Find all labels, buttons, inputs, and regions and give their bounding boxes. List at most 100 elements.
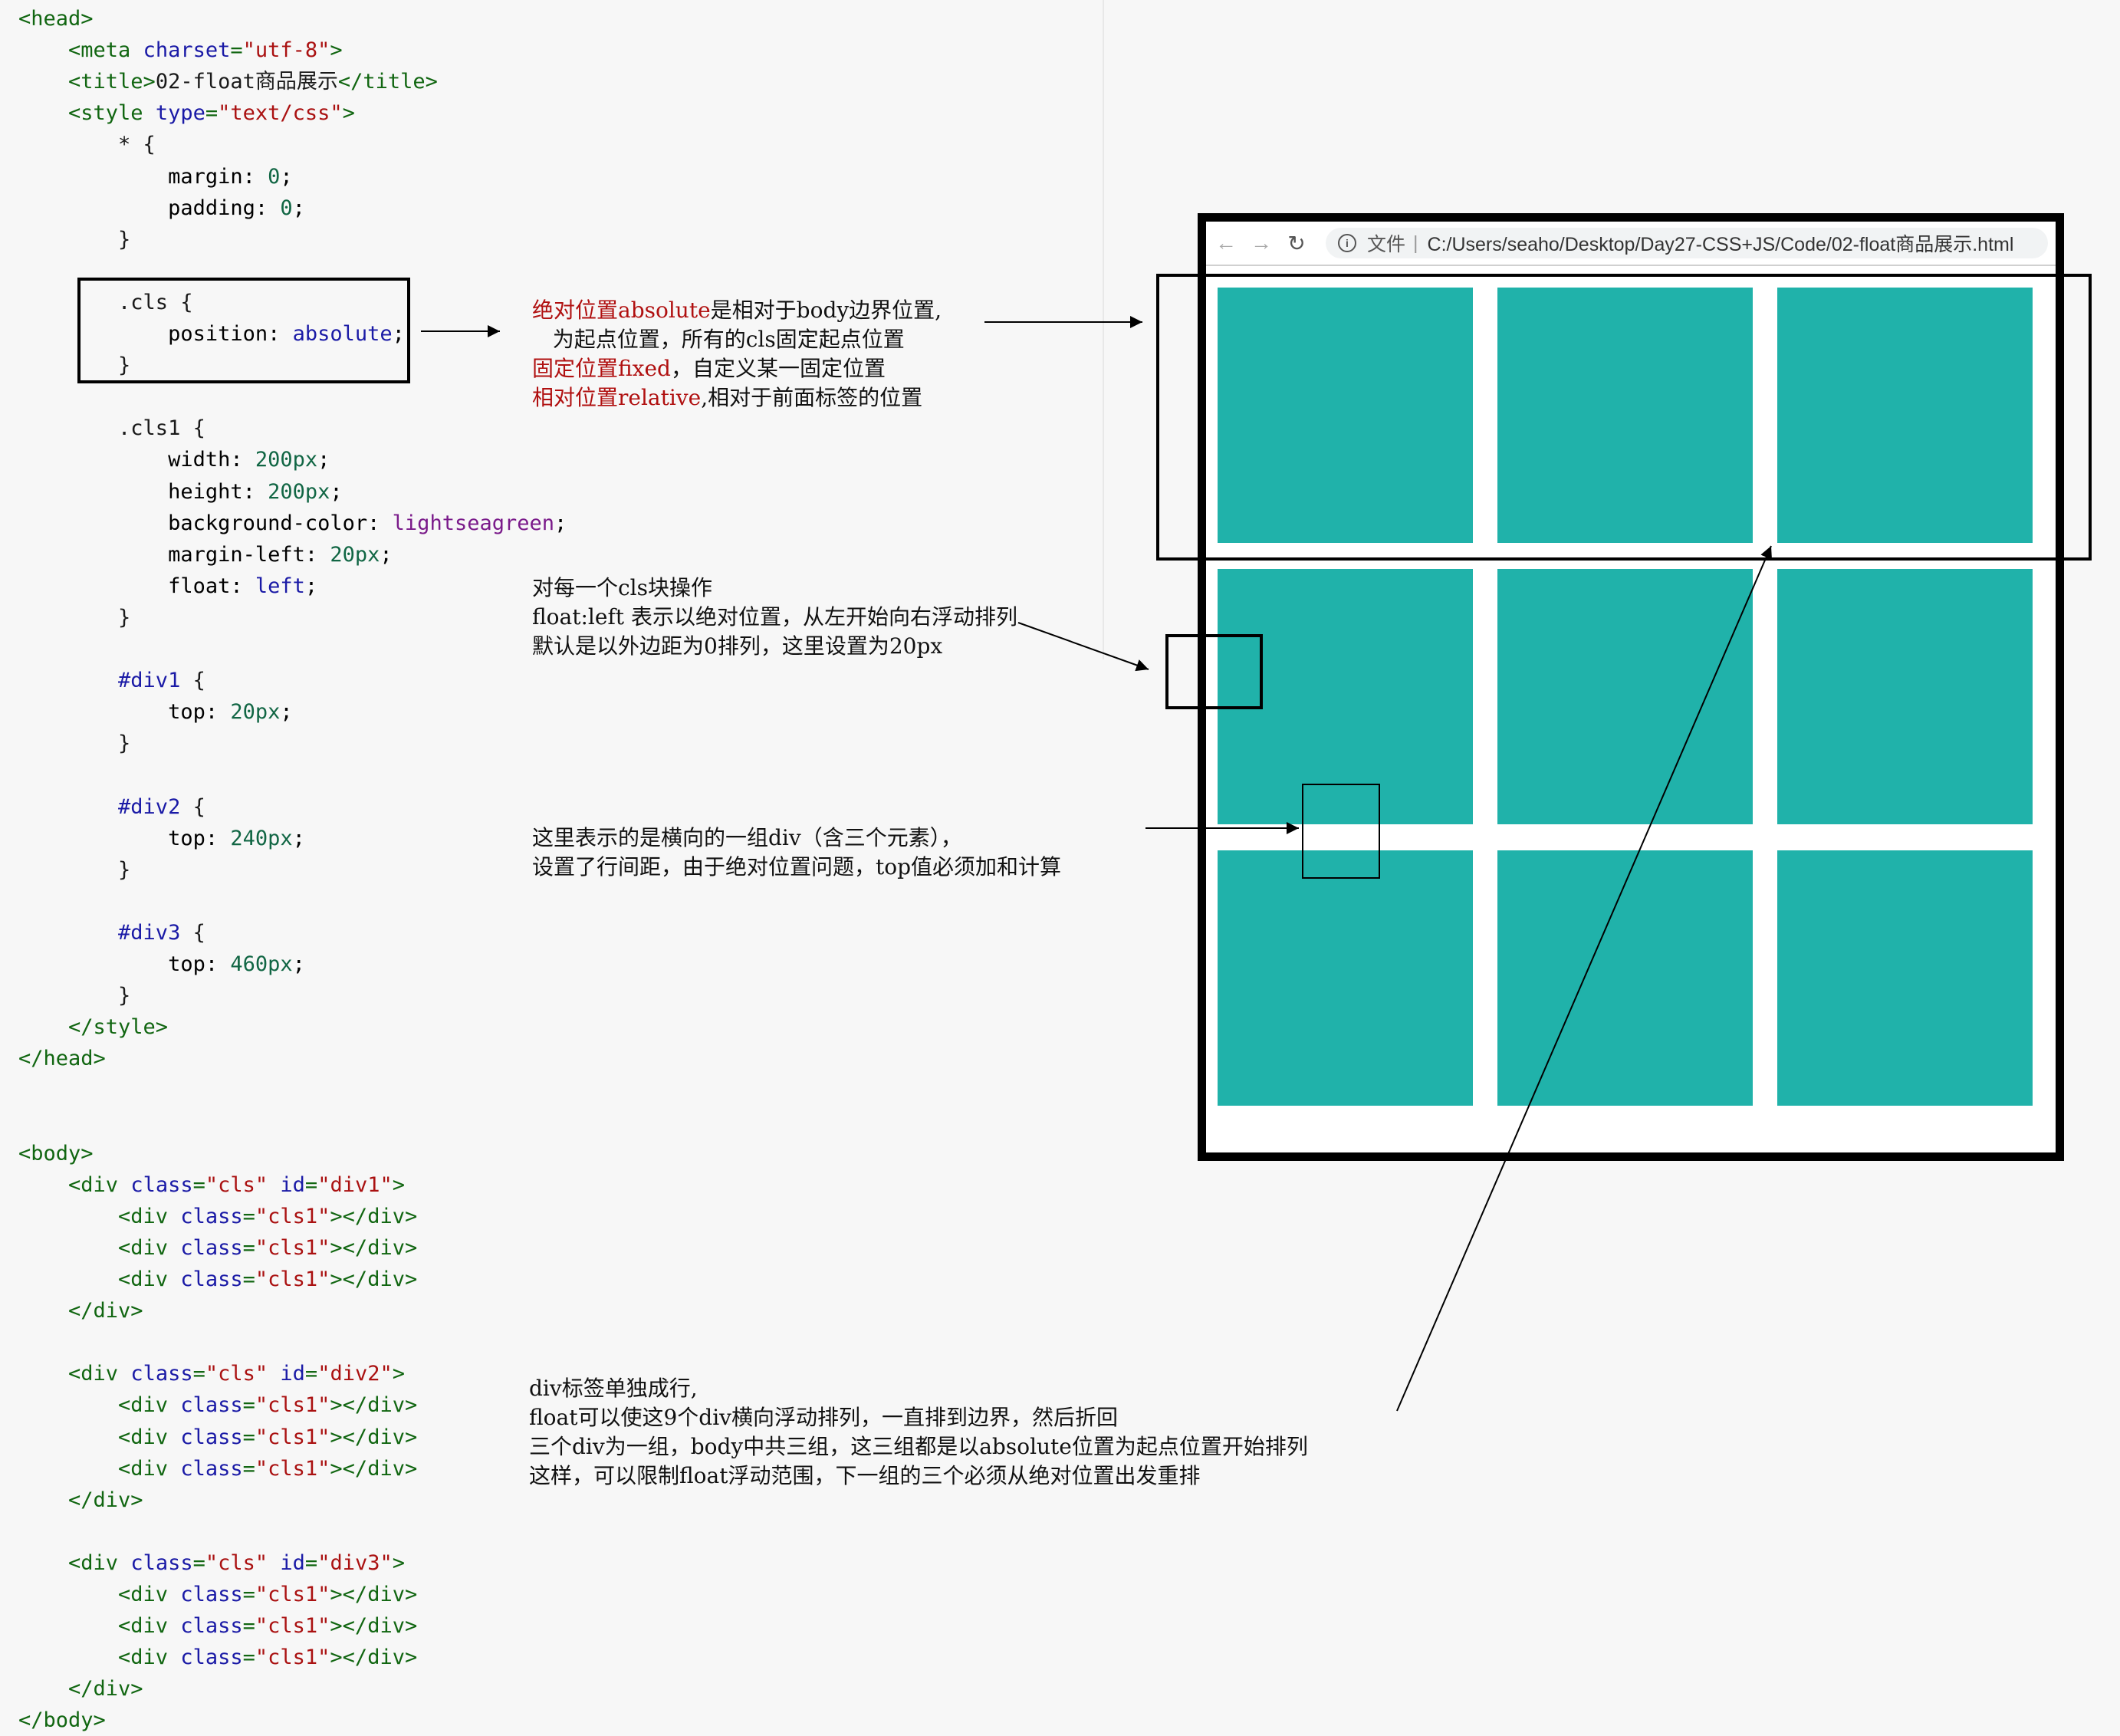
- code-token: =: [230, 38, 243, 63]
- code-token: <style: [18, 101, 156, 126]
- note-float-line3: 默认是以外边距为0排列，这里设置为20px: [532, 633, 943, 659]
- code-token: 200px: [268, 479, 330, 504]
- code-line: position: absolute;: [18, 318, 405, 350]
- code-line: * {: [18, 129, 156, 160]
- note-absolute-red1: 绝对位置absolute: [532, 298, 711, 323]
- note-row: 这里表示的是横向的一组div（含三个元素）， 设置了行间距，由于绝对位置问题，t…: [532, 794, 1061, 882]
- code-token: =: [192, 1362, 205, 1386]
- code-line: <meta charset="utf-8">: [18, 35, 343, 66]
- code-token: lightseagreen: [392, 511, 554, 535]
- code-token: <title>: [18, 70, 156, 94]
- code-token: ;: [292, 826, 305, 850]
- code-token: id: [280, 1550, 305, 1575]
- code-token: ></div>: [330, 1646, 418, 1670]
- code-token: {: [180, 669, 205, 693]
- code-line: .cls {: [18, 287, 193, 318]
- code-token: =: [304, 1362, 318, 1386]
- code-token: <div: [18, 1614, 181, 1639]
- code-token: "cls": [205, 1362, 268, 1386]
- browser-window: ← → ↻ i 文件 | C:/Users/seaho/Desktop/Day2…: [1198, 213, 2064, 1161]
- note-div-line3: 三个div为一组，body中共三组，这三组都是以absolute位置为起点位置开…: [529, 1434, 1308, 1459]
- code-token: ></div>: [330, 1456, 418, 1481]
- code-line: <div class="cls1"></div>: [18, 1389, 417, 1421]
- code-line: </div>: [18, 1673, 143, 1705]
- code-line: <title>02-float商品展示</title>: [18, 66, 438, 97]
- code-token: }: [18, 984, 131, 1008]
- code-token: 0: [268, 164, 281, 189]
- code-line: .cls1 {: [18, 413, 205, 444]
- note-row-line2: 设置了行间距，由于绝对位置问题，top值必须加和计算: [532, 854, 1062, 880]
- note-absolute-rest3: ，自定义某一固定位置: [670, 356, 886, 381]
- code-line: height: 200px;: [18, 476, 343, 508]
- code-token: 02-float商品展示: [155, 70, 338, 94]
- address-bar[interactable]: i 文件 | C:/Users/seaho/Desktop/Day27-CSS+…: [1326, 228, 2048, 258]
- code-token: "cls1": [255, 1393, 330, 1418]
- code-token: #div2: [18, 794, 181, 819]
- code-line: top: 20px;: [18, 696, 293, 728]
- code-token: class: [130, 1172, 193, 1197]
- back-icon[interactable]: ←: [1215, 231, 1237, 255]
- code-token: ></div>: [330, 1425, 418, 1449]
- code-token: }: [18, 605, 131, 630]
- note-div-line2: float可以使这9个div横向浮动排列，一直排到边界，然后折回: [529, 1405, 1118, 1430]
- code-line: padding: 0;: [18, 192, 305, 224]
- code-token: background-color:: [18, 511, 393, 535]
- code-token: </title>: [337, 70, 438, 94]
- code-editor: <head> <meta charset="utf-8"> <title>02-…: [18, 7, 567, 1732]
- code-line: <div class="cls1"></div>: [18, 1453, 417, 1484]
- float-box: [1218, 288, 1473, 543]
- code-token: class: [180, 1646, 243, 1670]
- code-token: ;: [380, 542, 393, 567]
- code-token: id: [280, 1362, 305, 1386]
- code-token: <head>: [18, 7, 94, 31]
- code-token: ></div>: [330, 1614, 418, 1639]
- code-token: >: [392, 1362, 405, 1386]
- code-token: "div2": [317, 1362, 393, 1386]
- note-absolute-red3: 固定位置fixed: [532, 356, 671, 381]
- note-absolute-rest1: 是相对于body边界位置,: [710, 298, 942, 323]
- code-token: =: [242, 1425, 255, 1449]
- code-token: <div: [18, 1267, 181, 1291]
- code-token: top:: [18, 826, 231, 850]
- code-token: <div: [18, 1204, 181, 1228]
- code-token: =: [242, 1614, 255, 1639]
- note-float-line1: 对每一个cls块操作: [532, 575, 713, 600]
- code-token: "cls1": [255, 1204, 330, 1228]
- code-token: type: [155, 101, 205, 126]
- code-token: </body>: [18, 1708, 106, 1733]
- reload-icon[interactable]: ↻: [1287, 231, 1306, 255]
- code-line: <div class="cls1"></div>: [18, 1579, 417, 1610]
- code-token: class: [180, 1425, 243, 1449]
- code-token: }: [18, 353, 131, 378]
- code-token: </div>: [18, 1677, 143, 1701]
- forward-icon[interactable]: →: [1251, 231, 1272, 255]
- code-token: "cls1": [255, 1456, 330, 1481]
- code-token: <div: [18, 1172, 131, 1197]
- note-float: 对每一个cls块操作 float:left 表示以绝对位置，从左开始向右浮动排列…: [532, 544, 1017, 661]
- code-token: ;: [304, 574, 318, 598]
- float-box: [1777, 288, 2033, 543]
- code-token: "utf-8": [242, 38, 330, 63]
- code-line: top: 460px;: [18, 949, 305, 980]
- code-token: <div: [18, 1456, 181, 1481]
- code-token: ;: [280, 164, 293, 189]
- code-token: absolute: [292, 322, 393, 346]
- code-token: =: [242, 1456, 255, 1481]
- code-line: }: [18, 350, 130, 381]
- code-token: "cls1": [255, 1267, 330, 1291]
- code-token: </div>: [18, 1488, 143, 1512]
- code-token: padding:: [18, 196, 281, 220]
- code-token: class: [180, 1614, 243, 1639]
- code-token: "div3": [317, 1550, 393, 1575]
- code-token: =: [242, 1267, 255, 1291]
- code-token: >: [392, 1172, 405, 1197]
- info-icon[interactable]: i: [1338, 234, 1356, 252]
- code-line: <div class="cls" id="div2">: [18, 1358, 405, 1389]
- code-token: =: [192, 1172, 205, 1197]
- code-line: }: [18, 728, 130, 759]
- code-token: "cls1": [255, 1583, 330, 1606]
- address-url[interactable]: C:/Users/seaho/Desktop/Day27-CSS+JS/Code…: [1427, 234, 2014, 255]
- code-line: <body>: [18, 1138, 94, 1169]
- code-token: <div: [18, 1425, 181, 1449]
